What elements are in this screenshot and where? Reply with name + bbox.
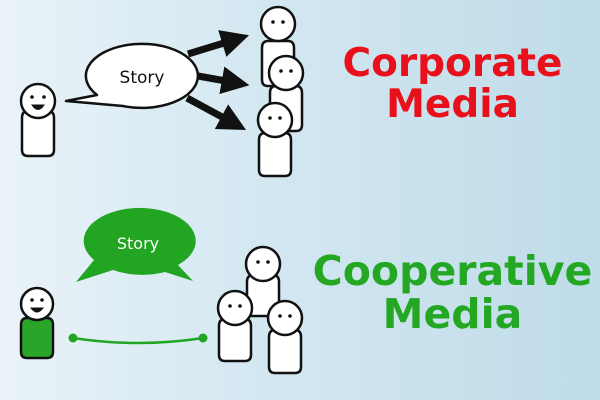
cooperative-member-figure: [19, 286, 55, 360]
corporate-heading-line1: Corporate: [342, 41, 563, 86]
cooperative-community-group: [216, 245, 304, 375]
community-member: [244, 245, 282, 318]
corporate-story-bubble: Story: [64, 42, 200, 110]
corporate-broadcaster-figure: [19, 82, 57, 158]
cooperative-media-heading: Cooperative Media: [305, 247, 600, 339]
corporate-audience-group: [256, 5, 305, 178]
corporate-heading-line2: Media: [386, 81, 519, 127]
cooperative-heading-line2: Media: [382, 290, 523, 339]
audience-member: [256, 101, 294, 178]
cooperative-heading-line1: Cooperative: [312, 247, 593, 295]
corporate-media-heading: Corporate Media: [330, 41, 575, 127]
arrow-to-audience-middle: [197, 66, 250, 95]
community-member: [266, 299, 304, 375]
connection-endpoint: [68, 333, 78, 343]
cooperative-bubble-label: Story: [117, 234, 159, 253]
cooperative-connection: [68, 333, 208, 345]
corporate-bubble-label: Story: [120, 68, 165, 88]
broadcast-arrows: [185, 30, 250, 131]
arrow-to-audience-bottom: [185, 94, 247, 131]
arrow-to-audience-top: [186, 30, 250, 58]
cooperative-story-bubble: Story: [76, 207, 196, 282]
connection-endpoint: [198, 333, 208, 343]
community-member: [216, 289, 254, 363]
